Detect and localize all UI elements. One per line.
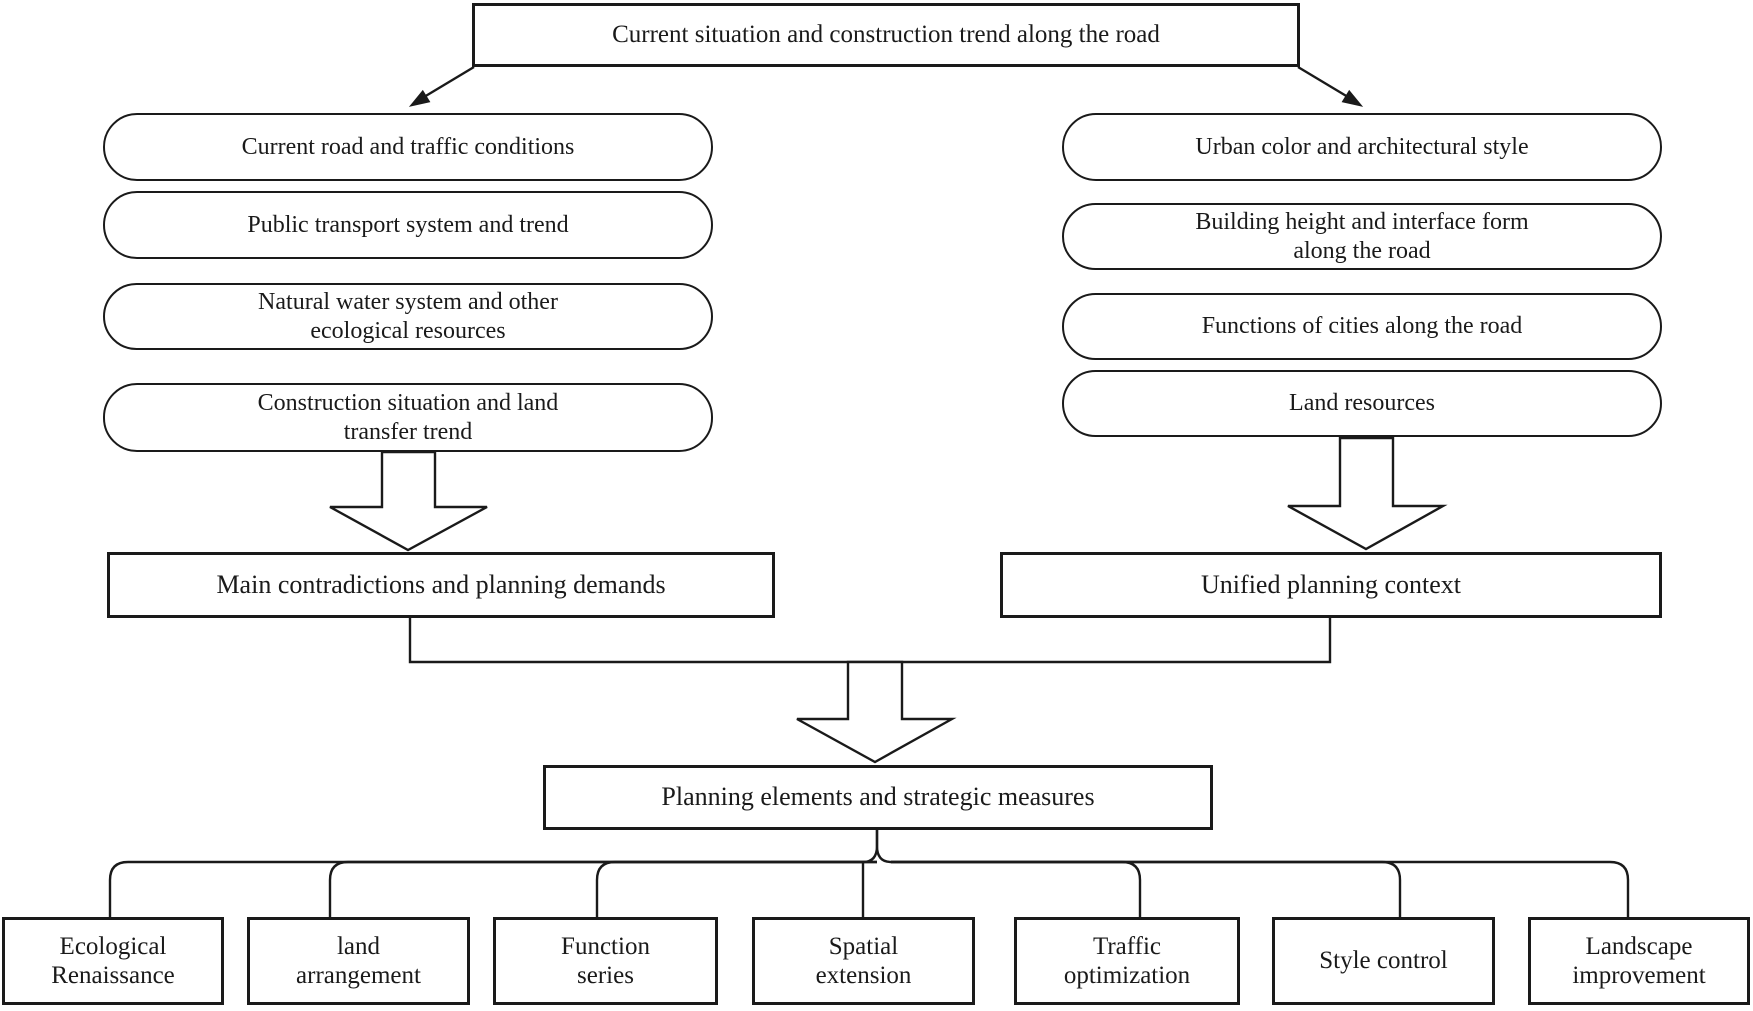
node-measure-ecological-renaissance: Ecological Renaissance (2, 917, 224, 1005)
node-measure-landscape-improvement: Landscape improvement (1528, 917, 1750, 1005)
node-root: Current situation and construction trend… (472, 3, 1300, 67)
node-right-city-functions: Functions of cities along the road (1062, 293, 1662, 360)
node-measure-traffic-optimization: Traffic optimization (1014, 917, 1240, 1005)
merge-connector (408, 618, 1332, 664)
distribution-tree (108, 830, 1630, 917)
block-arrow-right (1287, 436, 1448, 551)
node-right-land-resources: Land resources (1062, 370, 1662, 437)
node-left-natural-water: Natural water system and other ecologica… (103, 283, 713, 350)
node-root-label: Current situation and construction trend… (612, 21, 1160, 49)
arrow-to-left-column (408, 65, 475, 107)
node-right-building-height: Building height and interface form along… (1062, 203, 1662, 270)
block-arrow-left (329, 450, 488, 552)
node-measure-spatial-extension: Spatial extension (752, 917, 975, 1005)
node-measure-land-arrangement: land arrangement (247, 917, 470, 1005)
node-left-construction-situation: Construction situation and land transfer… (103, 383, 713, 452)
arrow-to-right-column (1297, 65, 1364, 107)
node-right-summary: Unified planning context (1000, 552, 1662, 618)
node-left-traffic-conditions: Current road and traffic conditions (103, 113, 713, 181)
node-left-public-transport: Public transport system and trend (103, 191, 713, 259)
node-measure-function-series: Function series (493, 917, 718, 1005)
node-right-urban-color: Urban color and architectural style (1062, 113, 1662, 181)
block-arrow-central (796, 660, 957, 764)
node-left-summary: Main contradictions and planning demands (107, 552, 775, 618)
node-central: Planning elements and strategic measures (543, 765, 1213, 830)
node-measure-style-control: Style control (1272, 917, 1495, 1005)
